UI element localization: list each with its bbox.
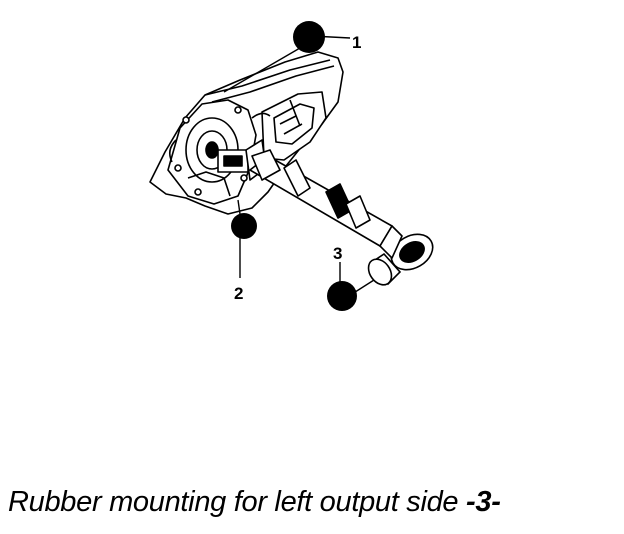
callout-label-1: 1 — [352, 33, 361, 52]
callout-label-2: 2 — [234, 284, 243, 303]
part-markers — [231, 21, 357, 311]
figure-caption: Rubber mounting for left output side -3- — [8, 486, 501, 519]
marker-1-dot — [293, 21, 325, 53]
callout-label-3: 3 — [333, 244, 342, 263]
marker-2-dot — [231, 213, 257, 239]
rubber-mounting-left-output — [367, 252, 402, 286]
transmission-housing — [149, 51, 344, 215]
leader-lines — [223, 35, 375, 295]
output-shaft — [249, 149, 434, 271]
marker-3-dot — [327, 281, 357, 311]
caption-part-ref: -3- — [466, 486, 501, 518]
caption-text: Rubber mounting for left output side — [8, 486, 467, 518]
